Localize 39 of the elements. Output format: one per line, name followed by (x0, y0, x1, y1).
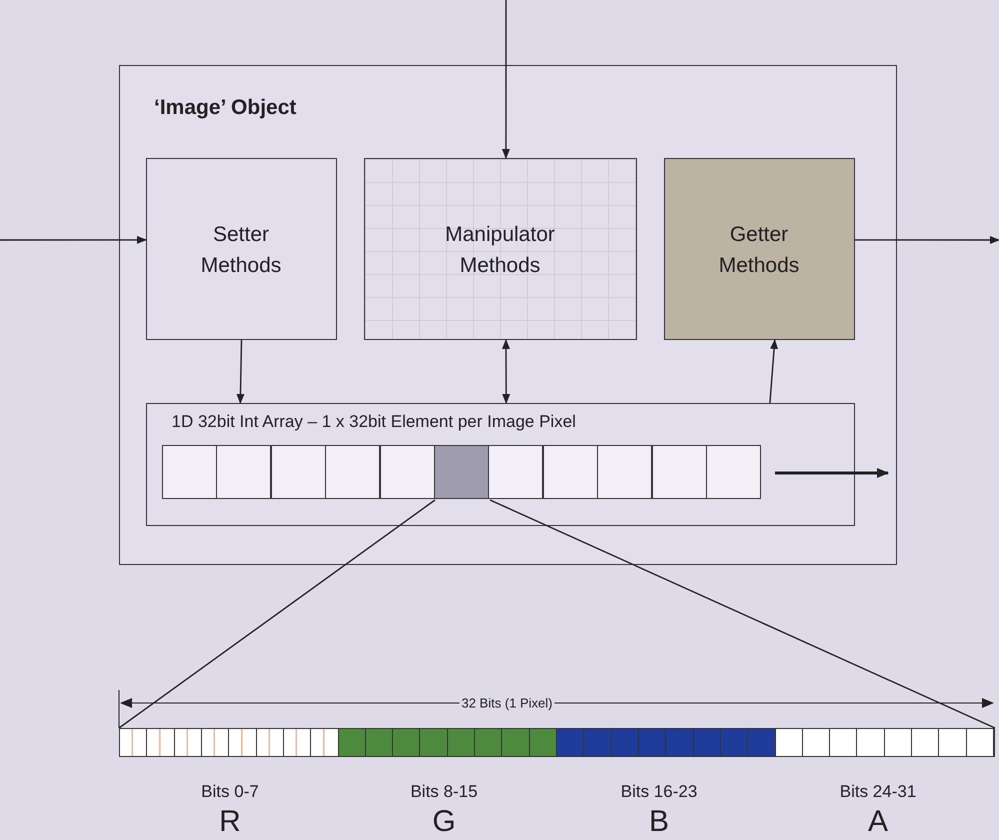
array-cell (652, 445, 707, 499)
box-label: Manipulator Methods (445, 222, 555, 278)
panel-heading: 1D 32bit Int Array – 1 x 32bit Element per Image Pixel (172, 412, 576, 432)
zoom-line (118, 499, 436, 729)
bit-range-label: Bits 16-23 (620, 782, 698, 802)
array-cell (597, 445, 652, 499)
array-cell (706, 445, 761, 499)
dimension-label: 32 Bits (1 Pixel) (459, 696, 555, 710)
bit-range-label: Bits 8-15 (410, 782, 478, 802)
arrow (769, 339, 778, 404)
box-label: Getter Methods (718, 222, 800, 278)
arrow (855, 236, 999, 244)
array-cell (380, 445, 435, 499)
array-cell (271, 445, 326, 499)
array-cell (216, 445, 271, 499)
channel-letter: B (649, 805, 669, 839)
array-cell (434, 445, 489, 499)
process-box (364, 158, 636, 340)
channel-letter: G (432, 805, 456, 839)
array-panel (146, 402, 854, 526)
panel-title: ‘Image’ Object (154, 96, 296, 120)
array-cell (325, 445, 380, 499)
process-box (146, 158, 336, 340)
arrow (502, 0, 510, 159)
channel-letter: R (219, 805, 241, 839)
array-cell (162, 445, 217, 499)
zoom-line (490, 499, 996, 729)
bit-range-label: Bits 24-31 (840, 782, 916, 802)
arrow (502, 339, 510, 404)
object-frame (119, 65, 897, 565)
array-cell (488, 445, 543, 499)
arrow (0, 236, 147, 244)
bit-strip (119, 728, 995, 757)
array-cell (543, 445, 598, 499)
process-box (664, 158, 854, 340)
bit-range-label: Bits 0-7 (201, 782, 259, 802)
channel-letter: A (868, 805, 888, 839)
arrow (236, 340, 244, 404)
box-label: Setter Methods (200, 222, 282, 278)
